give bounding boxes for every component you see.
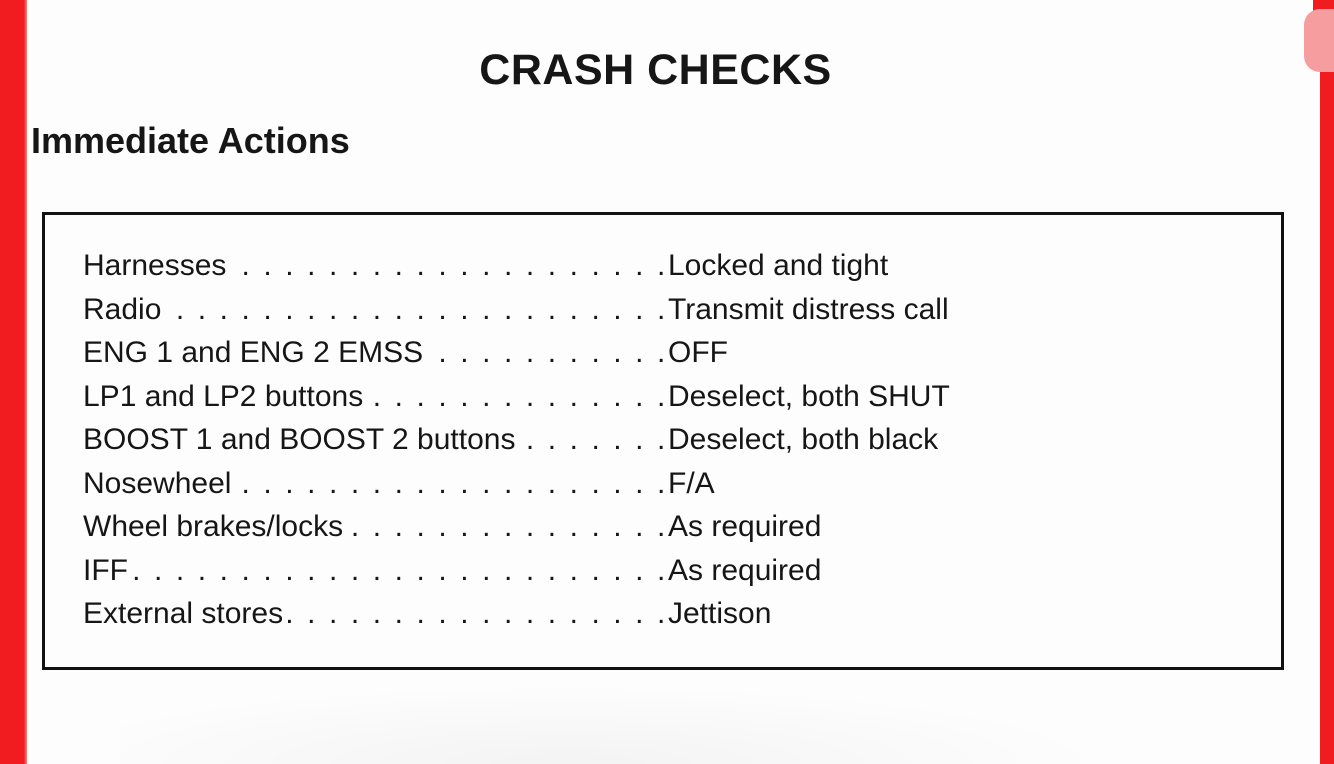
checklist-row-left: External stores (83, 592, 668, 636)
dot-leader (128, 549, 668, 593)
checklist-item-value: Locked and tight (668, 249, 889, 282)
left-red-accent-bar (0, 0, 27, 764)
checklist-item-value: Transmit distress call (668, 292, 949, 326)
checklist-row-left: Radio (83, 288, 668, 332)
section-heading: Immediate Actions (31, 120, 350, 161)
checklist-row: Wheel brakes/locks As required (83, 505, 1267, 549)
checklist-item-value: OFF (668, 336, 728, 369)
checklist-row-left: Harnesses (83, 244, 668, 288)
checklist-item-value: Deselect, both black (668, 423, 939, 456)
checklist-row: IFF As required (83, 549, 1267, 593)
checklist-row: BOOST 1 and BOOST 2 buttons Deselect, bo… (83, 418, 1267, 462)
checklist-item-value: Deselect, both SHUT (668, 379, 950, 413)
right-red-accent-bar (1320, 0, 1334, 764)
checklist-row-left: Nosewheel (83, 462, 668, 506)
checklist-row: LP1 and LP2 buttons Deselect, both SHUT (83, 375, 1267, 419)
dot-leader (363, 375, 668, 419)
checklist-item-label: ENG 1 and ENG 2 EMSS (83, 336, 424, 369)
dot-leader (161, 288, 668, 332)
checklist-row: ENG 1 and ENG 2 EMSS OFF (83, 331, 1267, 375)
checklist-item-label: LP1 and LP2 buttons (83, 379, 364, 413)
checklist-row-left: Wheel brakes/locks (83, 505, 668, 549)
checklist-item-label: External stores (83, 597, 284, 630)
checklist-item-label: IFF (83, 553, 128, 587)
checklist-row-left: IFF (83, 549, 668, 593)
checklist-row: Nosewheel F/A (83, 462, 1267, 506)
checklist-rows: Harnesses Locked and tight Radio Transmi… (83, 244, 1267, 636)
checklist-item-label: Radio (83, 292, 162, 326)
checklist-row-left: LP1 and LP2 buttons (83, 375, 668, 419)
checklist-row-left: ENG 1 and ENG 2 EMSS (83, 331, 668, 375)
checklist-item-value: Jettison (668, 597, 772, 630)
checklist-item-value: F/A (668, 466, 715, 500)
dot-leader (231, 462, 668, 506)
scrollbar-thumb[interactable] (1304, 9, 1334, 72)
checklist-item-label: Wheel brakes/locks (83, 510, 344, 543)
dot-leader (515, 418, 668, 462)
checklist-row: Harnesses Locked and tight (83, 244, 1267, 288)
checklist-item-value: As required (668, 553, 822, 587)
dot-leader (283, 592, 668, 636)
dot-leader (343, 505, 668, 549)
checklist-item-label: Nosewheel (83, 466, 232, 500)
checklist-item-label: Harnesses (83, 249, 227, 282)
dot-leader (226, 244, 668, 288)
checklist-item-label: BOOST 1 and BOOST 2 buttons (83, 423, 516, 456)
checklist-row: External stores Jettison (83, 592, 1267, 636)
checklist-row: Radio Transmit distress call (83, 288, 1267, 332)
dot-leader (423, 331, 668, 375)
checklist-item-value: As required (668, 510, 822, 543)
page-title: CRASH CHECKS (479, 46, 832, 94)
checklist-row-left: BOOST 1 and BOOST 2 buttons (83, 418, 668, 462)
checklist-box: Harnesses Locked and tight Radio Transmi… (42, 212, 1284, 670)
